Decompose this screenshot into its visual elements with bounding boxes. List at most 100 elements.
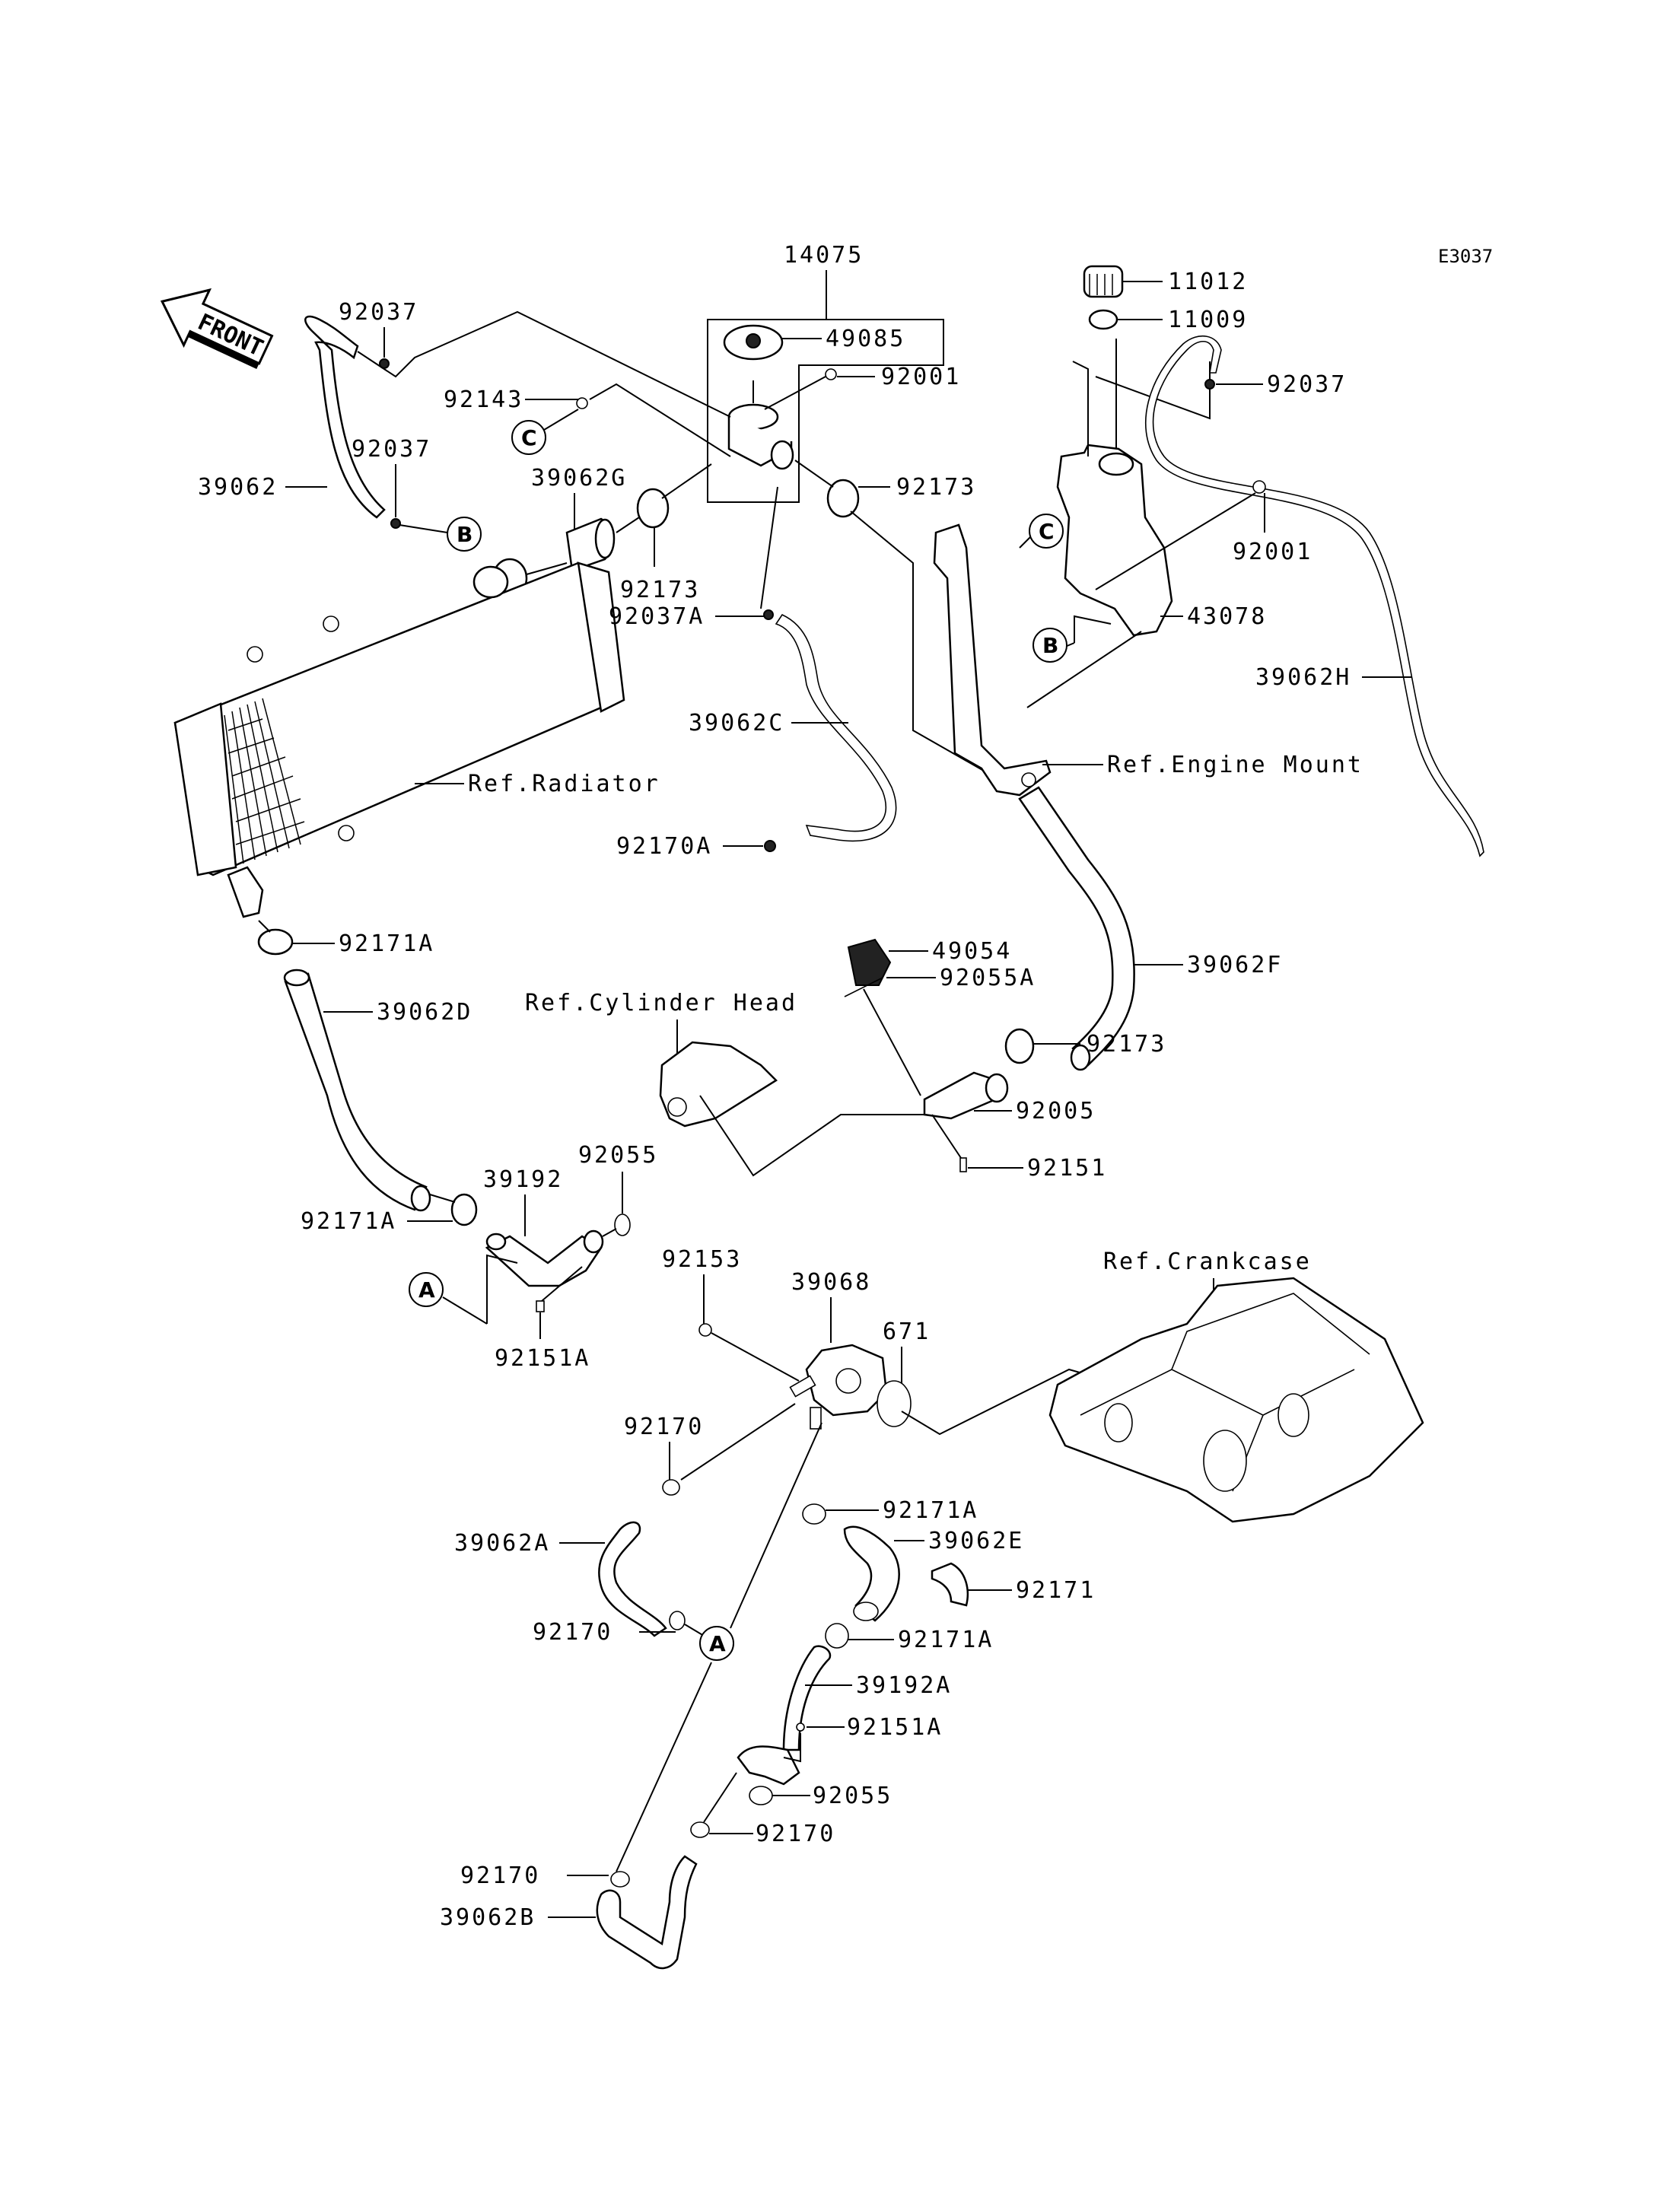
svg-text:B: B — [457, 522, 473, 547]
part-label-92005: 92005 — [1016, 1098, 1096, 1124]
part-label-39062: 39062 — [198, 474, 278, 501]
clamp-92171 — [931, 1562, 969, 1607]
part-label-92037A: 92037A — [609, 603, 705, 630]
clamp-92170-a — [662, 1479, 680, 1496]
thermostat-49054 — [847, 938, 892, 986]
part-label-92170-b: 92170 — [533, 1619, 612, 1646]
part-label-39062E: 39062E — [928, 1528, 1024, 1554]
radiator — [173, 561, 625, 918]
part-label-39062C: 39062C — [689, 710, 784, 736]
part-label-92001-top: 92001 — [881, 364, 961, 390]
part-label-49085: 49085 — [826, 326, 905, 352]
hose-39062B — [596, 1855, 698, 1970]
part-label-92153: 92153 — [662, 1246, 742, 1273]
part-label-39068: 39068 — [791, 1269, 871, 1296]
part-label-92151: 92151 — [1027, 1155, 1107, 1182]
pipe-39192A — [782, 1645, 832, 1751]
part-label-92037-left-top: 92037 — [339, 299, 418, 326]
part-label-39192: 39192 — [483, 1166, 563, 1193]
clamp-92171A-left — [450, 1193, 478, 1226]
svg-text:A: A — [709, 1631, 726, 1656]
hose-39062E — [843, 1525, 900, 1622]
part-label-92037-left-mid: 92037 — [352, 436, 431, 463]
clamp-92173-d — [1004, 1028, 1035, 1064]
part-label-92151A-top: 92151A — [495, 1345, 590, 1372]
part-label-39062D: 39062D — [377, 999, 473, 1026]
hose-39062A — [598, 1521, 667, 1637]
clamp-92171A-mid — [802, 1503, 826, 1525]
crankcase-ref-part — [1048, 1277, 1424, 1523]
part-label-92151A-low: 92151A — [847, 1714, 943, 1741]
o-ring-92055-top — [614, 1214, 631, 1236]
screw-92001 — [825, 368, 837, 380]
part-label-92170-d: 92170 — [460, 1862, 540, 1889]
part-label-92055A: 92055A — [940, 965, 1036, 991]
connector-c-left: C — [511, 420, 546, 455]
part-label-11012: 11012 — [1168, 269, 1248, 295]
part-label-39062G: 39062G — [531, 465, 627, 491]
o-ring-92055-low — [749, 1786, 773, 1805]
cylinder-head-ref-part — [659, 1041, 778, 1128]
bolt-92001-tank — [1252, 480, 1266, 494]
clamp-92173-b — [636, 488, 670, 529]
hose-39062F — [1018, 786, 1135, 1067]
gasket-11009 — [1088, 309, 1118, 330]
part-label-39192A: 39192A — [856, 1672, 952, 1699]
clamp-92173-c — [826, 479, 860, 518]
clamp-92170A — [764, 840, 776, 852]
connector-c-tank: C — [1029, 514, 1064, 549]
reserve-tank-cap — [1083, 265, 1124, 298]
ref-radiator-label: Ref.Radiator — [468, 771, 660, 797]
part-label-671: 671 — [883, 1318, 931, 1345]
part-label-92171A-left: 92171A — [301, 1208, 396, 1235]
part-label-14075: 14075 — [784, 242, 864, 269]
svg-text:C: C — [521, 425, 537, 450]
part-label-92173-d: 92173 — [1087, 1031, 1166, 1058]
bolt-92151A-top — [536, 1300, 545, 1312]
bolt-92153 — [698, 1323, 712, 1337]
part-label-92001-tank: 92001 — [1233, 539, 1312, 565]
part-label-92037-right: 92037 — [1267, 371, 1347, 398]
part-label-92173-b: 92173 — [620, 577, 700, 603]
ref-engine-mount-label: Ref.Engine Mount — [1107, 752, 1363, 778]
bolt-92151A-low — [796, 1722, 805, 1732]
svg-text:A: A — [418, 1277, 435, 1303]
part-label-43078: 43078 — [1187, 603, 1267, 630]
diagram-code: E3037 — [1438, 246, 1493, 267]
clamp-92170-d — [610, 1871, 630, 1888]
part-label-39062H: 39062H — [1255, 664, 1351, 691]
part-label-49054: 49054 — [932, 938, 1012, 965]
part-label-92171A-low: 92171A — [898, 1627, 994, 1653]
clamp-92171A-top — [257, 928, 294, 956]
connector-b-left: B — [447, 517, 482, 552]
clamp-92037A — [763, 609, 774, 620]
part-label-92055-low: 92055 — [813, 1783, 892, 1809]
part-label-92170-a: 92170 — [624, 1414, 704, 1440]
part-label-92170-c: 92170 — [756, 1821, 835, 1847]
connector-b-tank: B — [1032, 628, 1068, 663]
bolt-92151 — [959, 1157, 967, 1172]
part-label-39062A: 39062A — [454, 1530, 550, 1557]
front-direction-arrow: FRONT — [160, 288, 274, 370]
part-label-92171A-top: 92171A — [339, 930, 434, 957]
connector-a-left: A — [409, 1272, 444, 1307]
hose-39062 — [304, 315, 386, 519]
clamp-92037-right — [1204, 379, 1215, 390]
part-label-92171: 92171 — [1016, 1577, 1096, 1604]
hose-39062C — [775, 613, 897, 842]
part-label-39062F: 39062F — [1187, 952, 1283, 978]
grommet-92143 — [576, 397, 588, 409]
engine-mount-bracket — [933, 523, 1052, 797]
hose-39062H — [1145, 335, 1484, 857]
ref-cylinder-head-label: Ref.Cylinder Head — [525, 990, 797, 1016]
radiator-filler-neck-group: 14075 49085 92001 — [707, 242, 961, 503]
part-label-92170A: 92170A — [616, 833, 712, 860]
part-label-39062B: 39062B — [440, 1904, 536, 1931]
part-label-92173-c: 92173 — [896, 474, 976, 501]
part-label-92143: 92143 — [444, 386, 523, 413]
part-label-92171A-mid: 92171A — [883, 1497, 978, 1524]
clamp-92171A-low — [825, 1623, 849, 1649]
ref-crankcase-label: Ref.Crankcase — [1103, 1249, 1312, 1275]
clamp-92170-b — [669, 1611, 686, 1630]
